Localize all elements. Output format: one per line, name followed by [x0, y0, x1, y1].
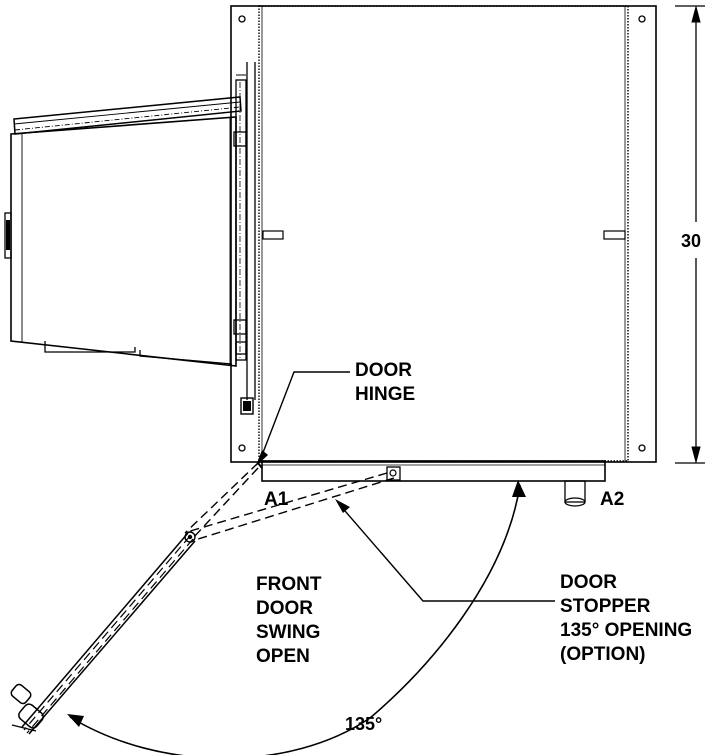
swing-angle-label: 135° — [345, 714, 382, 734]
door-swing-dashed-lines — [184, 462, 395, 541]
open-door-swung-position — [10, 462, 263, 735]
door-stopper-label-line4: (OPTION) — [560, 644, 646, 665]
front-door-label-line3: SWING — [256, 622, 320, 643]
front-door-label-line4: OPEN — [256, 646, 310, 667]
front-door-label-line2: DOOR — [256, 598, 313, 619]
point-a2-label: A2 — [600, 489, 624, 510]
height-dimension — [675, 5, 705, 464]
door-stopper-label-line1: DOOR — [560, 572, 617, 593]
point-a1-label: A1 — [264, 489, 289, 510]
dimension-height-label: 30 — [681, 231, 701, 251]
door-hinge-label-line1: DOOR — [355, 360, 412, 381]
door-hinge-label-line2: HINGE — [355, 384, 415, 405]
door-stopper-label-line2: STOPPER — [560, 596, 651, 617]
door-stopper-label-line3: 135° OPENING — [560, 620, 692, 641]
swing-angle-arc — [67, 480, 526, 755]
enclosure-body — [230, 5, 657, 507]
leader-lines — [256, 371, 555, 602]
front-door-label-line1: FRONT — [256, 574, 322, 595]
open-door-side-view — [4, 74, 247, 367]
